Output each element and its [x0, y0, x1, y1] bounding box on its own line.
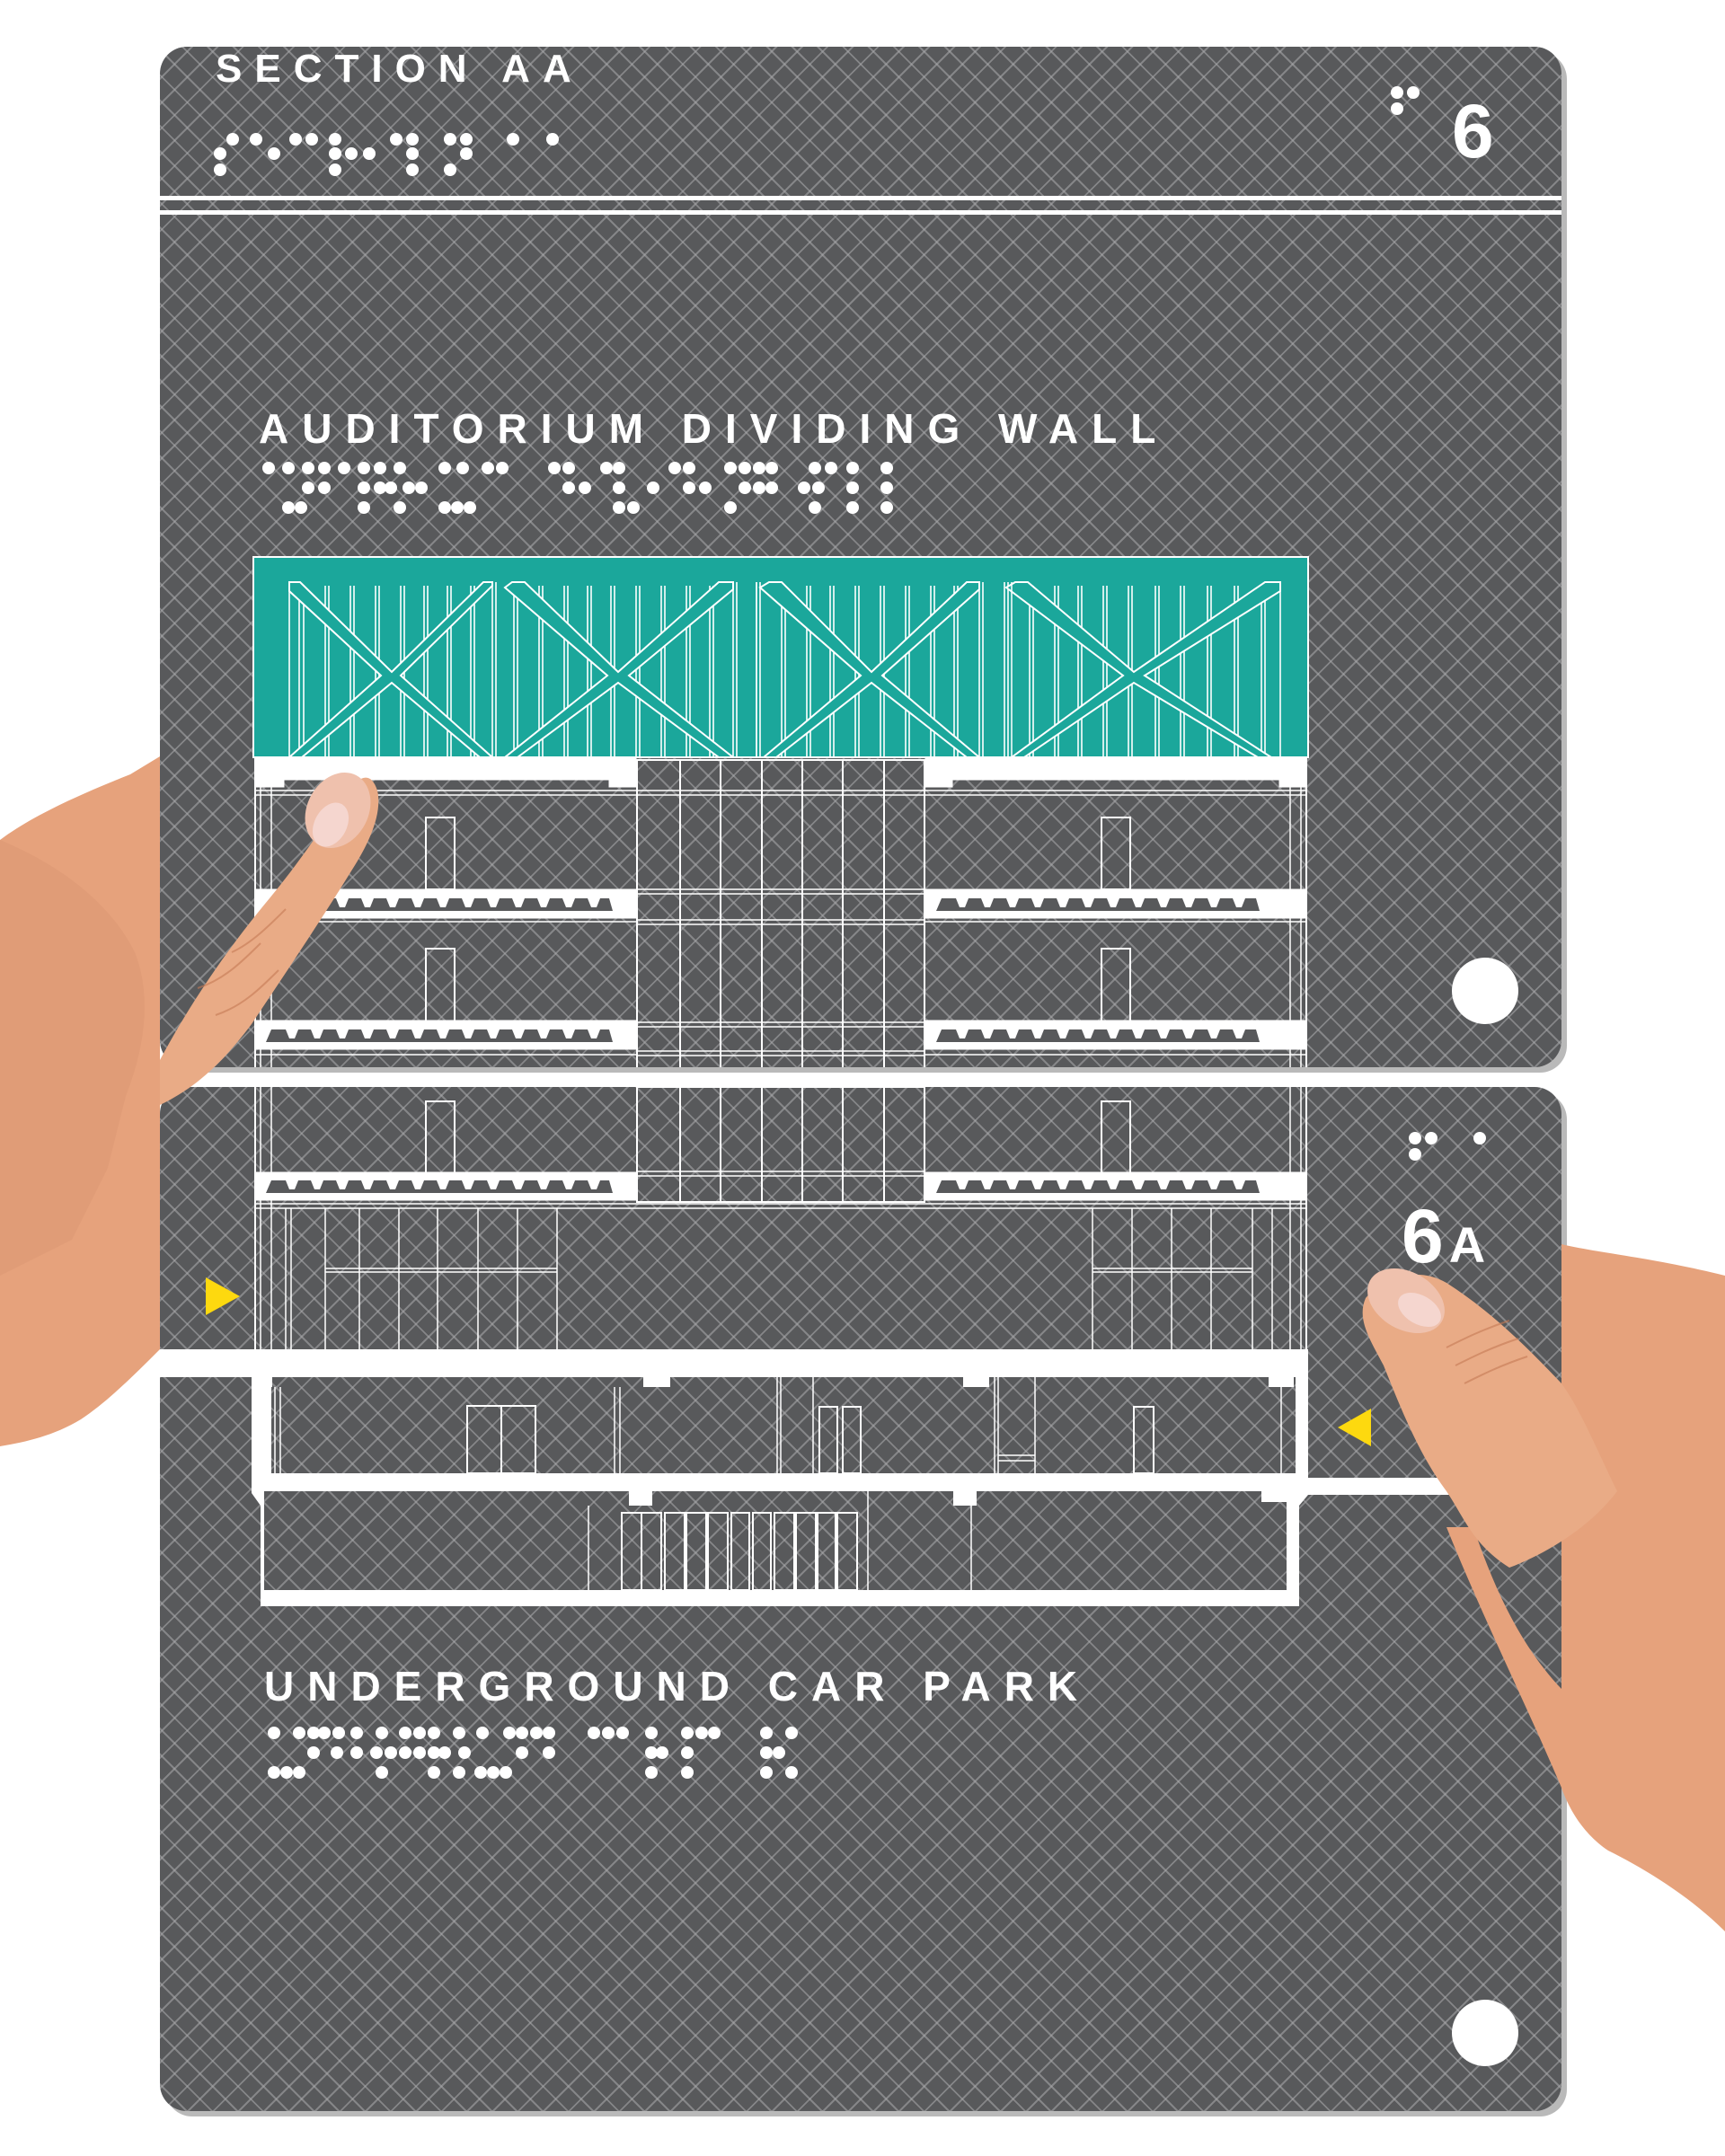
card-number: 6 [1452, 89, 1494, 173]
card-number-suffix: A [1448, 1216, 1486, 1273]
divider-line [160, 196, 1561, 200]
card-title: SECTION AA [216, 47, 584, 91]
room-label: AUDITORIUM DIVIDING WALL [259, 405, 1170, 452]
mounting-hole [1452, 958, 1518, 1024]
divider-line [160, 210, 1561, 215]
card-number-digit: 6 [1402, 1194, 1444, 1278]
tactile-card-section-aa: SECTION AA 6 AUDITORIUM DIVIDING WALL [160, 47, 1561, 1067]
room-label: UNDERGROUND CAR PARK [264, 1663, 1092, 1710]
mounting-hole [1452, 2000, 1518, 2066]
